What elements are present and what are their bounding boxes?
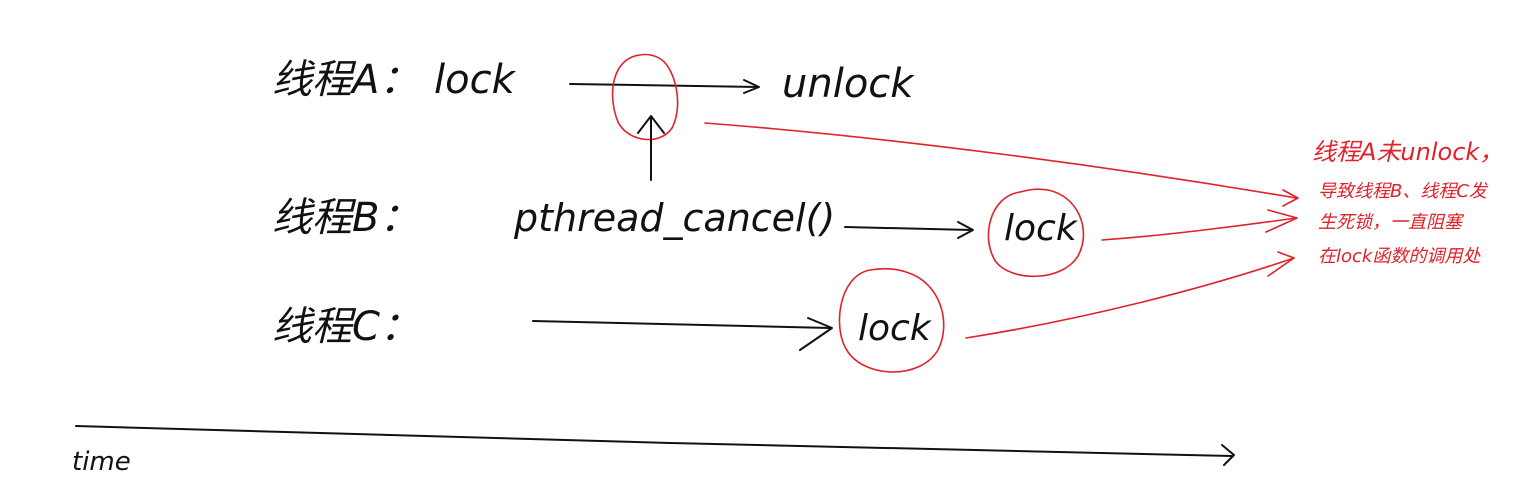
thread-b-lock-circle (987, 188, 1085, 278)
thread-b-row: 线程B： pthread_cancel() lock (272, 188, 1085, 278)
connector-b-arrowhead (1265, 209, 1298, 233)
annotation-line-2: 导致线程B、线程C发 (1318, 181, 1489, 202)
thread-a-arrowhead (743, 79, 760, 94)
time-axis-label: time (72, 447, 131, 477)
cancel-up-arrowhead (637, 115, 665, 134)
thread-a-label: 线程A： (272, 57, 419, 103)
connector-from-a (704, 122, 1297, 199)
thread-a-unlock-text: unlock (782, 61, 915, 107)
thread-c-lock-circle (838, 267, 945, 373)
thread-a-arrow-line (569, 83, 759, 88)
thread-b-cancel-call: pthread_cancel() (513, 196, 835, 240)
thread-c-arrow-line (532, 320, 831, 329)
time-axis-line (75, 425, 1233, 457)
thread-c-row: 线程C： lock (272, 267, 945, 373)
thread-b-lock-text: lock (1004, 208, 1079, 249)
annotation-line-1: 线程A未unlock， (1312, 138, 1503, 166)
thread-c-arrowhead (799, 317, 833, 351)
annotation-line-4: 在lock函数的调用处 (1318, 246, 1481, 267)
thread-c-lock-text: lock (858, 308, 933, 349)
annotation-connectors (704, 122, 1299, 339)
connector-a-arrowhead (1282, 189, 1299, 207)
thread-b-label: 线程B： (272, 195, 419, 241)
connector-c-arrowhead (1267, 251, 1295, 277)
thread-b-arrow-line (844, 226, 973, 231)
thread-a-lock-text: lock (434, 57, 517, 103)
thread-c-label: 线程C： (272, 304, 420, 350)
deadlock-annotation: 线程A未unlock， 导致线程B、线程C发 生死锁，一直阻塞 在lock函数的… (1312, 138, 1503, 267)
thread-b-arrowhead (957, 221, 974, 239)
time-axis-arrowhead (1221, 444, 1235, 466)
annotation-line-3: 生死锁，一直阻塞 (1318, 212, 1465, 233)
connector-from-c (965, 257, 1295, 339)
thread-a-gap-circle (611, 53, 679, 141)
connector-from-b (1101, 217, 1297, 241)
time-axis: time (72, 425, 1235, 477)
thread-a-row: 线程A： lock unlock (272, 53, 915, 181)
